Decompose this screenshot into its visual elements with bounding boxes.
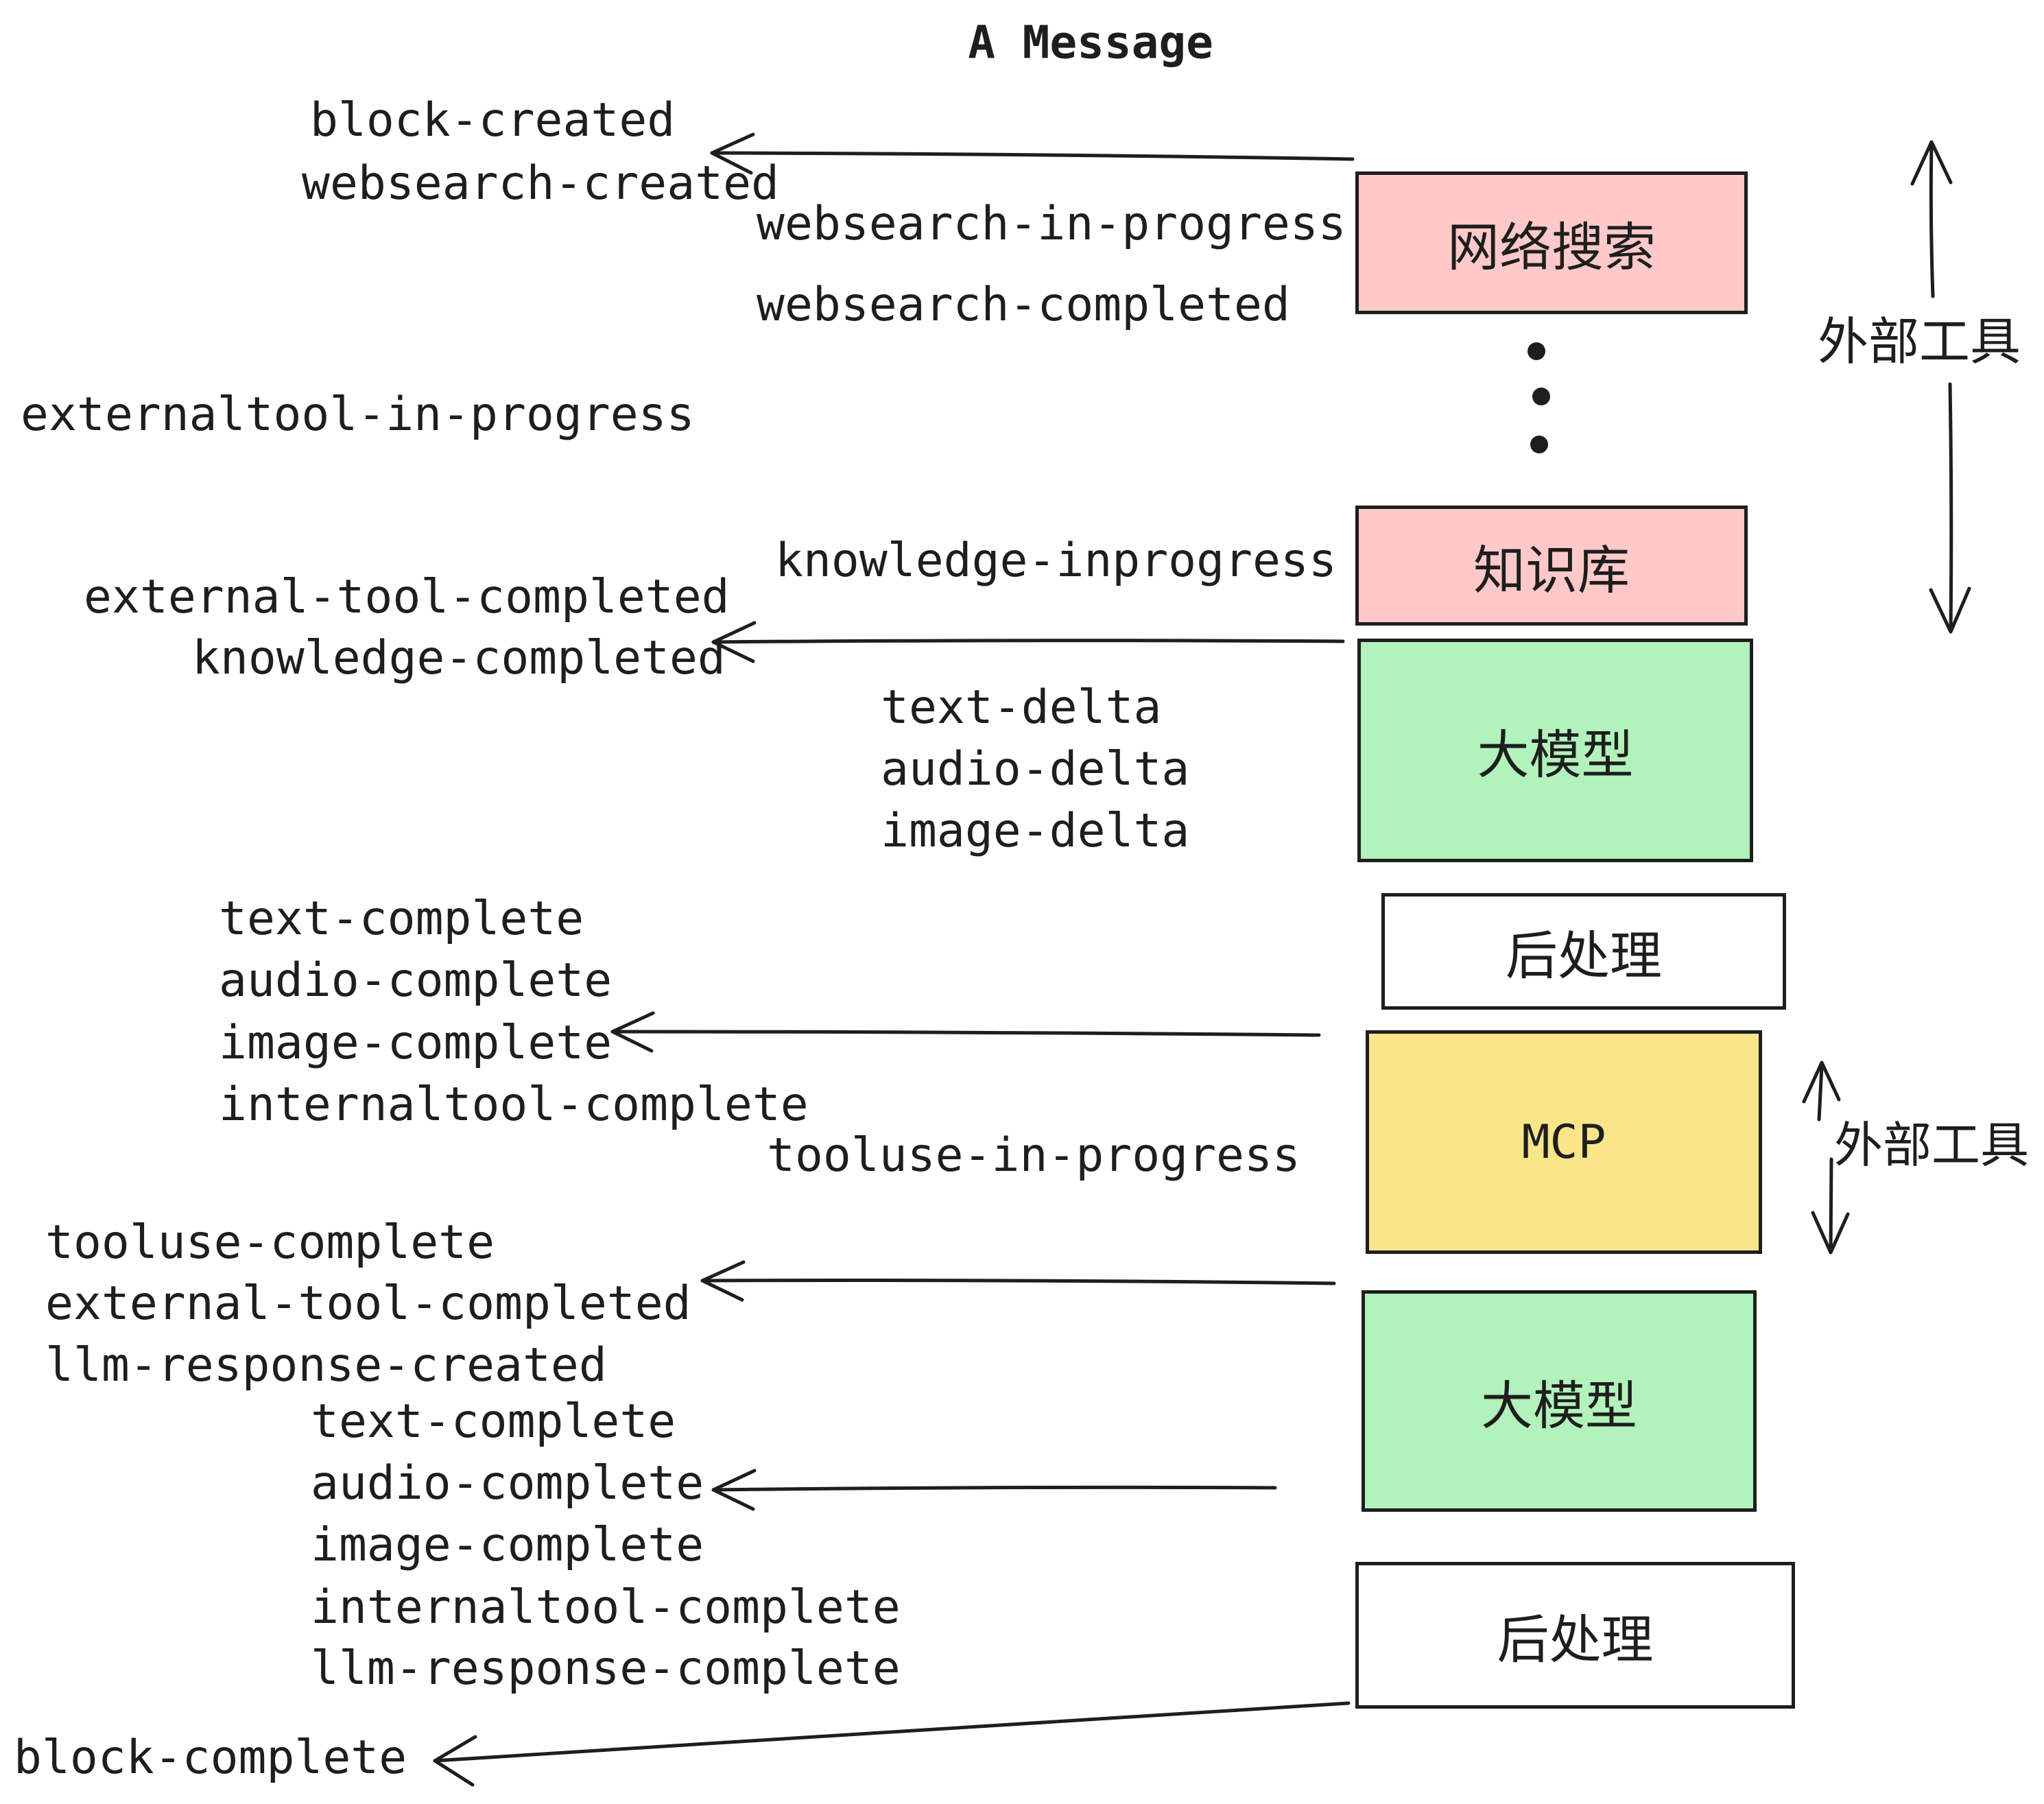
event-websearch-completed: websearch-completed (757, 278, 1290, 332)
event-external-tool-completed-2: external-tool-completed (45, 1277, 691, 1331)
box-postprocess-2-label: 后处理 (1497, 1609, 1654, 1670)
event-text-delta-1: text-delta (881, 680, 1162, 735)
box-postprocess-1-label: 后处理 (1506, 925, 1662, 986)
event-tooluse-complete: tooluse-complete (45, 1215, 495, 1270)
arrow-websearch-created-icon (710, 132, 1355, 175)
event-block-complete: block-complete (14, 1731, 407, 1785)
box-knowledge: 知识库 (1355, 506, 1748, 626)
event-internaltool-complete-2: internaltool-complete (311, 1580, 901, 1635)
event-image-complete-1: image-complete (219, 1016, 613, 1070)
arrow-knowledge-completed-icon (711, 621, 1345, 663)
external-tools-label-bottom: 外部工具 (1833, 1117, 2030, 1174)
event-block-created: block-created (310, 93, 676, 147)
box-websearch: 网络搜索 (1355, 171, 1748, 314)
box-websearch-label: 网络搜索 (1447, 217, 1656, 278)
event-tooluse-in-progress: tooluse-in-progress (767, 1128, 1300, 1183)
external-tools-up-arrow-icon (1910, 140, 1953, 298)
event-llm-response-complete: llm-response-complete (311, 1641, 901, 1696)
arrow-llm-complete-icon (711, 1469, 1277, 1511)
event-websearch-in-progress: websearch-in-progress (757, 197, 1346, 251)
box-llm-2-label: 大模型 (1481, 1375, 1637, 1436)
external-tools-label-top: 外部工具 (1818, 312, 2021, 372)
box-mcp-label: MCP (1521, 1115, 1606, 1170)
box-llm-1: 大模型 (1357, 639, 1753, 862)
ellipsis-dots (1528, 342, 1550, 453)
box-knowledge-label: 知识库 (1473, 539, 1630, 601)
box-llm-1-label: 大模型 (1477, 724, 1634, 785)
diagram-title: A Message (968, 16, 1213, 69)
event-audio-complete-2: audio-complete (311, 1456, 704, 1510)
arrow-block-complete-icon (433, 1701, 1351, 1787)
event-audio-delta-1: audio-delta (881, 742, 1190, 796)
event-audio-complete-1: audio-complete (219, 953, 613, 1008)
arrow-internal-complete-icon (610, 1011, 1321, 1053)
event-image-complete-2: image-complete (311, 1518, 704, 1572)
event-knowledge-inprogress: knowledge-inprogress (775, 534, 1337, 588)
external-tools-down-arrow-icon (1929, 382, 1971, 634)
event-websearch-created: websearch-created (302, 156, 779, 211)
box-llm-2: 大模型 (1362, 1290, 1757, 1512)
arrow-tooluse-complete-icon (700, 1260, 1336, 1302)
box-postprocess-2: 后处理 (1355, 1562, 1795, 1709)
event-llm-response-created: llm-response-created (45, 1338, 607, 1392)
box-postprocess-1: 后处理 (1381, 893, 1786, 1010)
box-mcp: MCP (1366, 1030, 1762, 1254)
event-text-complete-1: text-complete (219, 892, 584, 946)
event-knowledge-completed: knowledge-completed (192, 631, 726, 685)
event-text-complete-2: text-complete (311, 1394, 676, 1449)
event-image-delta-1: image-delta (881, 804, 1190, 858)
event-external-tool-completed-1: external-tool-completed (84, 570, 730, 624)
event-internaltool-complete-1: internaltool-complete (219, 1078, 809, 1132)
event-externaltool-in-progress: externaltool-in-progress (21, 388, 695, 442)
